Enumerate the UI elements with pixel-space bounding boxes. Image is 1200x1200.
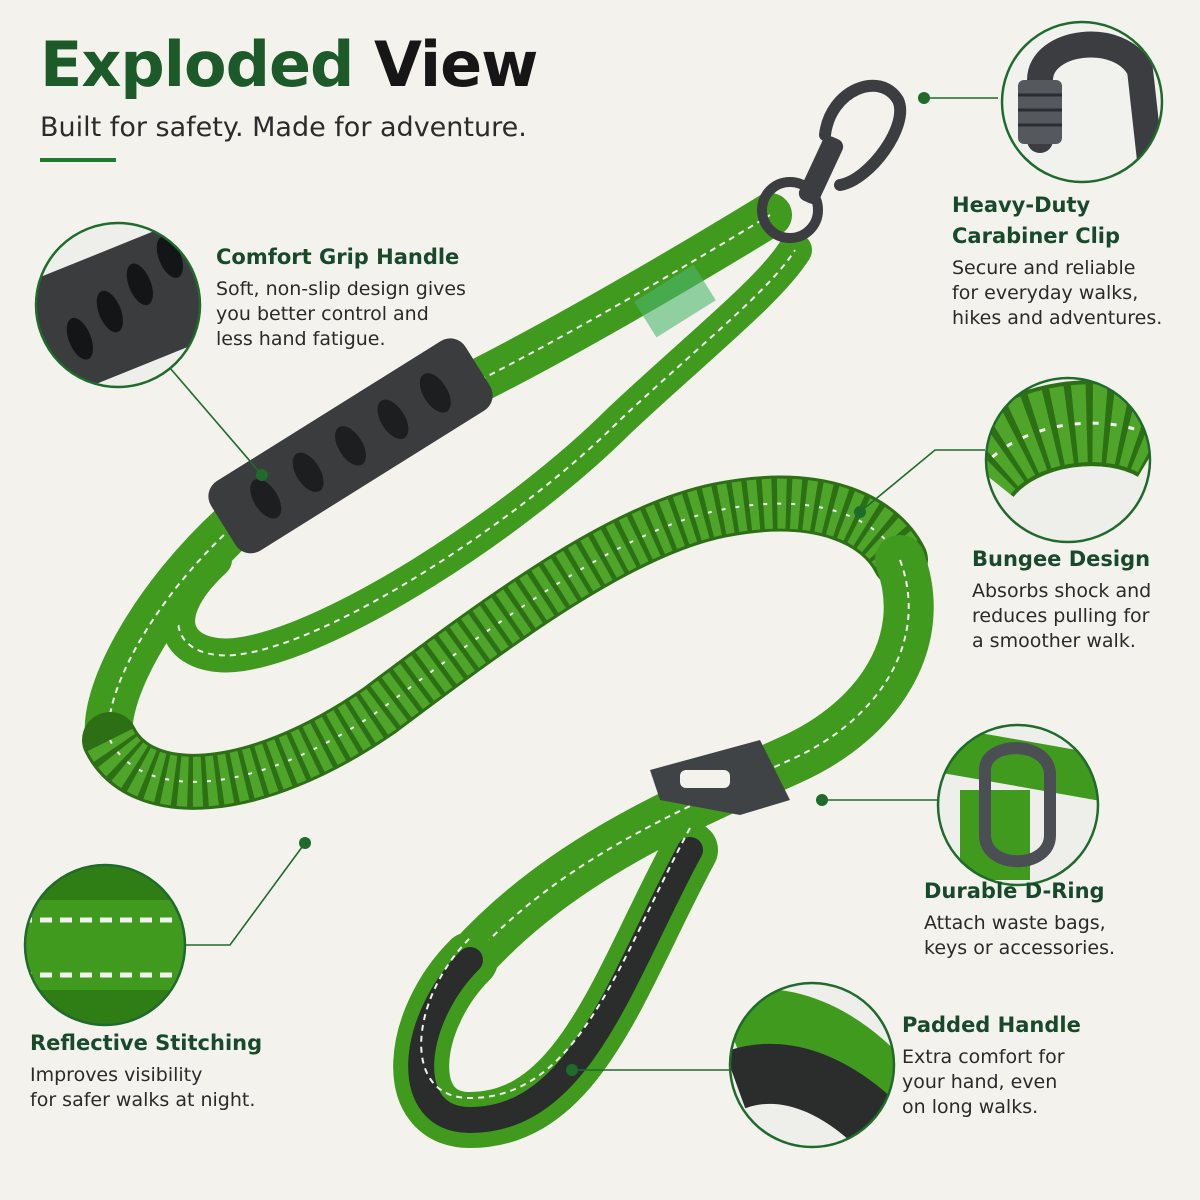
feature-description: Soft, non-slip design gives you better c… [216, 278, 466, 350]
page-title: Exploded View [40, 28, 538, 101]
feature-padded: Padded Handle Extra comfort for your han… [902, 1010, 1192, 1120]
feature-description: Attach waste bags, keys or accessories. [924, 912, 1116, 959]
title-part-2: View [373, 28, 538, 101]
feature-description: Secure and reliable for everyday walks, … [952, 257, 1163, 329]
feature-d-ring: Durable D-Ring Attach waste bags, keys o… [924, 876, 1194, 961]
carabiner [757, 79, 906, 243]
feature-bungee: Bungee Design Absorbs shock and reduces … [972, 544, 1192, 654]
feature-description: Extra comfort for your hand, even on lon… [902, 1046, 1065, 1118]
leash [82, 79, 934, 1149]
top-strap [448, 193, 792, 407]
page-subtitle: Built for safety. Made for adventure. [40, 112, 527, 143]
feature-title: Padded Handle [902, 1013, 1081, 1037]
feature-title: Durable D-Ring [924, 879, 1105, 903]
title-underline [40, 158, 116, 162]
seatbelt-clip [650, 740, 790, 815]
grip-handle [208, 338, 493, 554]
callout-dots [256, 92, 930, 1076]
feature-reflective: Reflective Stitching Improves visibility… [30, 1028, 330, 1113]
feature-title: Reflective Stitching [30, 1031, 263, 1055]
feature-description: Absorbs shock and reduces pulling for a … [972, 580, 1152, 652]
zoom-bungee [984, 376, 1152, 544]
feature-title: Bungee Design [972, 547, 1151, 571]
zoom-carabiner [1000, 20, 1164, 184]
feature-comfort-grip: Comfort Grip Handle Soft, non-slip desig… [216, 242, 476, 352]
zoom-reflective [23, 863, 187, 1027]
title-part-1: Exploded [40, 28, 354, 101]
callout-lines [169, 97, 998, 1071]
zoom-d-ring [936, 723, 1100, 887]
feature-title: Comfort Grip Handle [216, 245, 460, 269]
feature-description: Improves visibility for safer walks at n… [30, 1064, 256, 1111]
feature-carabiner: Heavy-Duty Carabiner Clip Secure and rel… [952, 190, 1192, 331]
feature-title: Heavy-Duty Carabiner Clip [952, 193, 1121, 248]
zoom-padded [728, 981, 896, 1149]
